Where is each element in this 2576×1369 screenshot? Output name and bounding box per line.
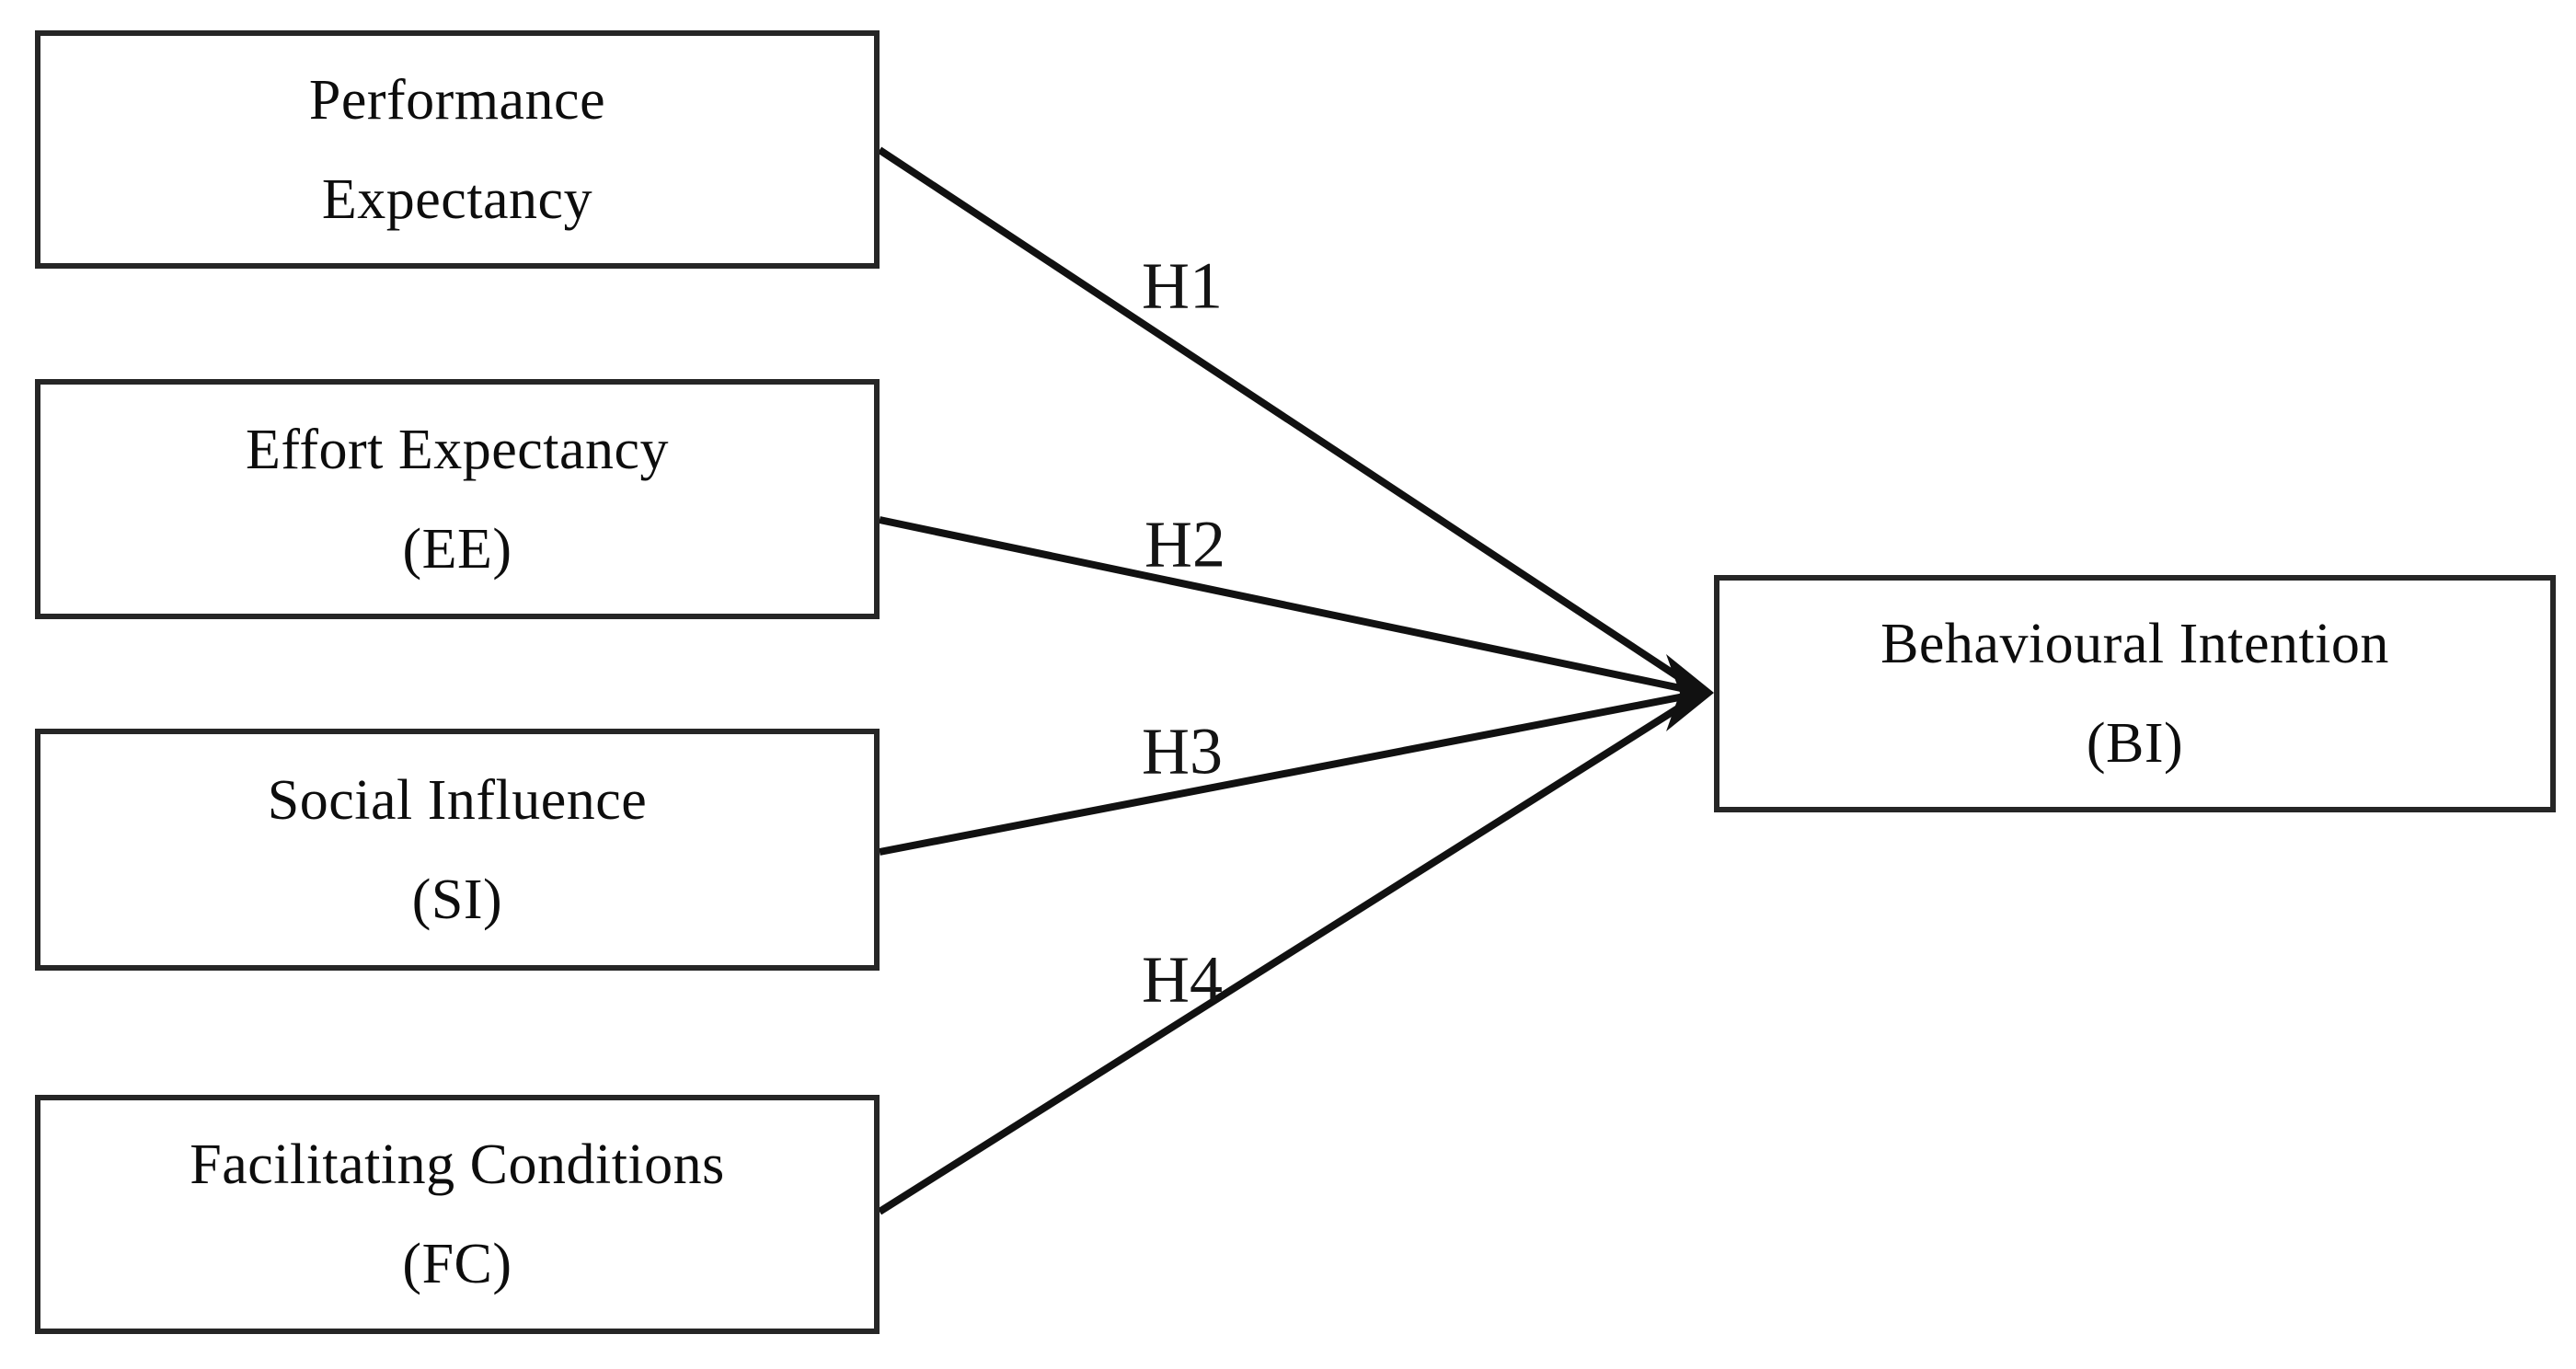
edge-label-h4: H4 <box>1142 942 1223 1017</box>
edge-label-h1: H1 <box>1142 248 1223 323</box>
node-effort-expectancy: Effort Expectancy (EE) <box>35 379 880 619</box>
node-label-line: Performance <box>308 68 606 132</box>
node-label-line: (SI) <box>411 868 503 931</box>
node-facilitating-conditions: Facilitating Conditions (FC) <box>35 1095 880 1334</box>
node-behavioural-intention: Behavioural Intention (BI) <box>1714 575 2556 812</box>
node-label-line: Expectancy <box>321 167 593 231</box>
node-label-line: Social Influence <box>267 768 648 832</box>
arrow-line-h1 <box>877 146 1701 694</box>
edge-label-h3: H3 <box>1142 714 1223 788</box>
arrow-line-h4 <box>877 692 1701 1215</box>
arrowhead-icon <box>1666 654 1714 731</box>
node-label-line: Facilitating Conditions <box>190 1133 725 1196</box>
node-performance-expectancy: Performance Expectancy <box>35 30 880 269</box>
node-label-line: (FC) <box>402 1233 512 1295</box>
node-social-influence: Social Influence (SI) <box>35 729 880 971</box>
node-label-line: (EE) <box>402 517 512 581</box>
arrow-line-h2 <box>879 516 1699 696</box>
node-label-line: Effort Expectancy <box>245 418 670 481</box>
edge-label-h2: H2 <box>1144 507 1225 581</box>
arrow-line-h3 <box>879 690 1699 856</box>
node-label-line: Behavioural Intention <box>1880 613 2389 675</box>
node-label-line: (BI) <box>2086 712 2184 775</box>
